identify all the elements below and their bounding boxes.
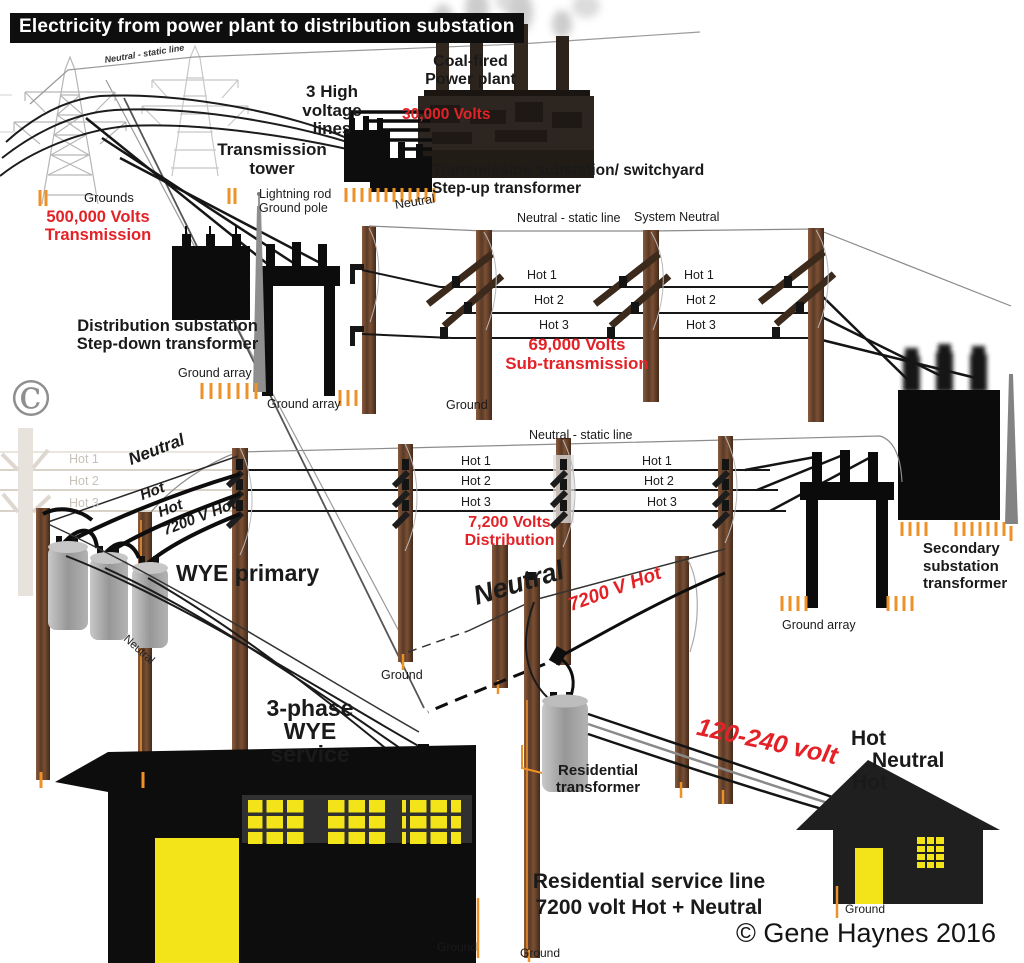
pole-grounds (401, 654, 725, 804)
wye-primary-bank (36, 455, 439, 805)
label-ground-respole: Ground (520, 946, 561, 960)
copyright-symbol: © (6, 370, 56, 428)
label-coal-plant: Coal-fired Power plant (425, 53, 516, 88)
distribution-substation (172, 192, 374, 406)
label-hot3-r2b: Hot 3 (647, 495, 677, 509)
label-hot1-r2a: Hot 1 (461, 454, 491, 468)
label-hot2-r1a: Hot 2 (534, 293, 564, 307)
subtransmission-poles (476, 228, 824, 422)
label-hot-bottom: Hot (852, 771, 887, 794)
label-volts-500000: 500,000 Volts Transmission (44, 208, 152, 245)
copyright-line: © Gene Haynes 2016 (736, 918, 997, 948)
subtransmission-line (361, 225, 1012, 422)
label-hot3-r2a: Hot 3 (461, 495, 491, 509)
label-hot3-r1a: Hot 3 (539, 318, 569, 332)
secondary-substation (744, 344, 1018, 611)
lightning-rod-pole (253, 206, 266, 392)
label-volts-7200: 7,200 Volts Distribution (464, 514, 555, 549)
label-ghost-hot2: Hot 2 (69, 474, 99, 488)
label-ground-r1: Ground (446, 398, 488, 412)
label-neutral-static-row2: Neutral - static line (529, 428, 633, 442)
window-group-2 (326, 799, 385, 844)
label-ground-array-2: Ground array (267, 397, 341, 411)
ground-ticks-stepup (344, 188, 436, 202)
label-ground-array-3: Ground array (782, 618, 856, 632)
label-hot2-r1b: Hot 2 (686, 293, 716, 307)
label-secondary-substation: Secondary substation transformer (923, 540, 1008, 593)
label-neutral-static-row1: Neutral - static line (517, 211, 621, 225)
label-grounds: Grounds (84, 190, 134, 205)
residential-transformer-cylinder (542, 700, 588, 792)
label-volts-30000: 30,000 Volts (402, 106, 491, 123)
label-transmission-substation: Transmission substation/ switchyard Step… (432, 162, 705, 197)
wye-cylinders (48, 536, 168, 648)
building-door (155, 838, 239, 963)
label-residential-service: Residential service line 7200 volt Hot +… (532, 870, 766, 920)
label-distribution-substation: Distribution substation Step-down transf… (76, 317, 259, 354)
label-hot2-r2a: Hot 2 (461, 474, 491, 488)
switch-pole (350, 226, 380, 414)
distribution-line (147, 435, 903, 804)
page-title: Electricity from power plant to distribu… (10, 13, 524, 43)
residential-service (407, 548, 855, 962)
window-group-3 (402, 799, 461, 844)
label-residential-transformer: Residential transformer (555, 762, 641, 796)
label-ghost-hot3: Hot 3 (69, 496, 99, 510)
window-group-1 (248, 799, 307, 844)
lightning-rod-secondary (1005, 374, 1018, 524)
ground-ticks-secondary (780, 522, 1013, 611)
label-hot1-r1b: Hot 1 (684, 268, 714, 282)
tower-grounds (38, 188, 237, 788)
commercial-building (55, 745, 480, 963)
label-hot3-r1b: Hot 3 (686, 318, 716, 332)
label-transmission-tower: Transmission tower (217, 140, 327, 178)
label-ground-house: Ground (845, 902, 886, 916)
transmission-towers (0, 44, 249, 205)
high-voltage-wires (0, 31, 701, 268)
label-hot1-r1a: Hot 1 (527, 268, 557, 282)
label-hot1-r2b: Hot 1 (642, 454, 672, 468)
label-volts-69000: 69,000 Volts Sub-transmission (505, 335, 649, 373)
label-wye-primary: WYE primary (176, 560, 320, 586)
label-ground-array-1: Ground array (178, 366, 252, 380)
step-up-transformer (344, 110, 436, 202)
label-lightning-rod: Lightning rod Ground pole (259, 187, 332, 215)
label-high-voltage-lines: 3 High voltage lines (302, 82, 362, 139)
house (796, 760, 1000, 918)
label-ghost-hot1: Hot 1 (69, 452, 99, 466)
label-ground-building: Ground (437, 940, 478, 954)
insulators (440, 276, 804, 339)
label-system-neutral: System Neutral (634, 210, 720, 224)
label-ground-q2: Ground (381, 668, 423, 682)
label-hot-top: Hot (851, 727, 886, 750)
ground-ticks-distsub (200, 383, 374, 406)
distribution-poles (232, 436, 733, 804)
label-three-phase-wye: 3-phase WYE service (266, 695, 354, 767)
label-neutral-mid: Neutral (872, 749, 945, 772)
label-hot2-r2b: Hot 2 (644, 474, 674, 488)
house-door (855, 848, 883, 904)
